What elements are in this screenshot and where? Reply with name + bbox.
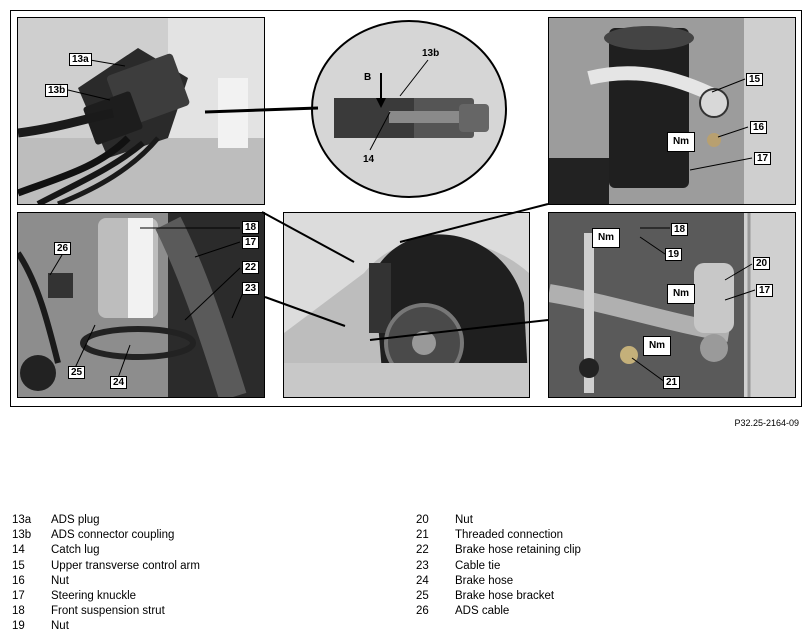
- legend-item: 13a ADS plug: [12, 513, 200, 528]
- legend-number: 17: [12, 590, 25, 603]
- callout-13b-zoom: 13b: [422, 48, 440, 59]
- callout-17-right: 17: [756, 284, 774, 297]
- callout-21: 21: [663, 376, 681, 389]
- legend-text: Cable tie: [455, 559, 501, 572]
- photo-ads-connector: [17, 17, 265, 205]
- callout-13b: 13b: [45, 84, 69, 97]
- callout-20: 20: [753, 257, 771, 270]
- legend-text: Nut: [51, 620, 69, 633]
- legend-text: ADS connector coupling: [51, 529, 175, 542]
- legend-item: 22 Brake hose retaining clip: [416, 543, 581, 558]
- legend-text: Nut: [455, 514, 473, 526]
- legend-item: 19 Nut: [12, 619, 200, 634]
- callout-15: 15: [746, 73, 764, 86]
- legend-number: 19: [12, 620, 25, 633]
- legend-number: 14: [12, 544, 25, 557]
- legend-text: Brake hose: [455, 574, 514, 587]
- callout-25: 25: [68, 366, 86, 379]
- legend-number: 21: [416, 529, 429, 542]
- callout-14: 14: [363, 154, 375, 165]
- legend-item: 17 Steering knuckle: [12, 589, 200, 604]
- legend-text: ADS plug: [51, 514, 100, 526]
- torque-nm-box: Nm: [667, 132, 695, 152]
- callout-26: 26: [54, 242, 72, 255]
- legend-left-column: 13a ADS plug 13b ADS connector coupling 14…: [12, 513, 200, 635]
- legend-number: 20: [416, 514, 429, 526]
- torque-nm-box: Nm: [667, 284, 695, 304]
- legend-item: 13b ADS connector coupling: [12, 528, 200, 543]
- legend-item: 23 Cable tie: [416, 559, 581, 574]
- legend-number: 13a: [12, 514, 32, 526]
- legend-item: 14 Catch lug: [12, 543, 200, 558]
- figure-reference-code: P32.25-2164-09: [734, 418, 799, 428]
- legend-text: Front suspension strut: [51, 605, 165, 618]
- legend-item: 16 Nut: [12, 574, 200, 589]
- callout-18-left: 18: [242, 221, 260, 234]
- callout-23: 23: [242, 282, 260, 295]
- torque-nm-box: Nm: [643, 336, 671, 356]
- callout-17-top: 17: [754, 152, 772, 165]
- legend-item: 15 Upper transverse control arm: [12, 559, 200, 574]
- legend-item: 26 ADS cable: [416, 604, 581, 619]
- photo-overview: [283, 212, 530, 398]
- callout-17-left: 17: [242, 236, 260, 249]
- legend-text: Nut: [51, 574, 69, 587]
- legend-number: 13b: [12, 529, 32, 542]
- photo-upper-control-arm: [548, 17, 796, 205]
- legend-text: Brake hose bracket: [455, 590, 555, 603]
- photo-steering-knuckle: [548, 212, 796, 398]
- legend-item: 20 Nut: [416, 513, 581, 528]
- legend-text: Steering knuckle: [51, 590, 137, 603]
- callout-13a: 13a: [69, 53, 92, 66]
- legend-number: 23: [416, 559, 429, 572]
- legend-number: 25: [416, 590, 429, 603]
- photo-catch-lug-zoom: [309, 18, 509, 200]
- torque-nm-box: Nm: [592, 228, 620, 248]
- callout-b-arrow: B: [364, 72, 372, 83]
- callout-16: 16: [750, 121, 768, 134]
- legend-item: 21 Threaded connection: [416, 528, 581, 543]
- callout-18-right: 18: [671, 223, 689, 236]
- legend-number: 24: [416, 574, 429, 587]
- legend-number: 18: [12, 605, 25, 618]
- legend-number: 16: [12, 574, 25, 587]
- legend-item: 18 Front suspension strut: [12, 604, 200, 619]
- legend-number: 26: [416, 605, 429, 618]
- legend-item: 25 Brake hose bracket: [416, 589, 581, 604]
- photo-suspension-strut: [17, 212, 265, 398]
- legend-text: ADS cable: [455, 605, 510, 618]
- legend-text: Catch lug: [51, 544, 100, 557]
- legend-number: 22: [416, 544, 429, 557]
- legend-text: Brake hose retaining clip: [455, 544, 581, 557]
- callout-22: 22: [242, 261, 260, 274]
- callout-19: 19: [665, 248, 683, 261]
- legend-text: Upper transverse control arm: [51, 559, 200, 572]
- legend-text: Threaded connection: [455, 529, 564, 542]
- legend-item: 24 Brake hose: [416, 574, 581, 589]
- legend-number: 15: [12, 559, 25, 572]
- callout-24: 24: [110, 376, 128, 389]
